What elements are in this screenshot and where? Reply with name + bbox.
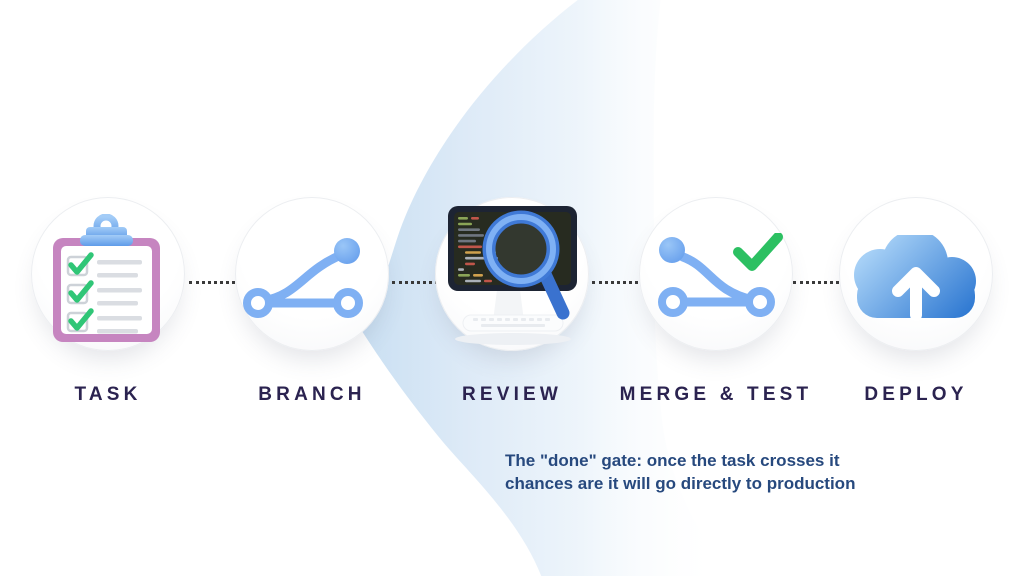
connector-dots [189, 281, 235, 284]
step-label: TASK [74, 384, 142, 405]
step-review: REVIEW [412, 197, 612, 406]
clipboard-checklist-icon [53, 214, 160, 342]
connector-dots [392, 281, 438, 284]
step-label: REVIEW [461, 384, 563, 405]
git-merge-check-icon [658, 233, 783, 317]
caption: The "done" gate: once the task crosses i… [505, 449, 875, 495]
step-task: TASK [8, 197, 208, 406]
git-branch-icon [243, 238, 363, 318]
step-bubble [235, 197, 389, 351]
step-label: MERGE & TEST [619, 384, 813, 405]
connector-dots [592, 281, 638, 284]
step-branch: BRANCH [212, 197, 412, 406]
step-bubble [639, 197, 793, 351]
step-bubble [31, 197, 185, 351]
step-deploy: DEPLOY [816, 197, 1016, 406]
caption-line-1: The "done" gate: once the task crosses i… [505, 451, 840, 470]
caption-line-2: chances are it will go directly to produ… [505, 474, 856, 493]
step-label: DEPLOY [864, 384, 968, 405]
connector-dots [793, 281, 839, 284]
step-label: BRANCH [258, 384, 366, 405]
cloud-upload-icon [854, 235, 976, 321]
check-mark [733, 233, 783, 271]
up-arrow [892, 267, 940, 321]
keyboard-keys [473, 318, 550, 327]
step-bubble [435, 197, 589, 351]
step-merge-test: MERGE & TEST [616, 197, 816, 406]
step-bubble [839, 197, 993, 351]
code-review-magnifier-icon [448, 206, 577, 345]
